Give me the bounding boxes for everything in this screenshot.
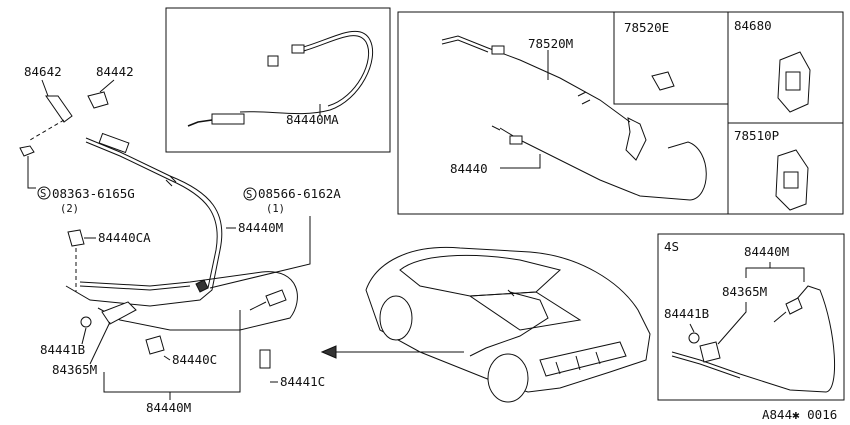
cable-84440MA	[239, 30, 374, 115]
cable-84440-fitting	[509, 135, 523, 145]
lever-84642	[45, 95, 73, 123]
label-08363: 08363-6165G	[52, 186, 135, 201]
inset-frame-84440MA	[165, 7, 391, 153]
cable-84440MA-inner	[299, 35, 370, 107]
bolt-08363	[19, 145, 35, 157]
cable-end-clip	[267, 55, 279, 67]
end-fitting	[265, 289, 287, 307]
label-84440CA: 84440CA	[98, 230, 151, 245]
car-taillights	[539, 341, 627, 377]
label-84440MA: 84440MA	[286, 112, 339, 127]
grommet-4S-84441B	[688, 332, 700, 344]
car-wheel-rear	[487, 353, 529, 403]
car-rear-glass	[468, 291, 582, 331]
label-4S-84441B: 84441B	[664, 306, 709, 321]
car-illustration	[320, 246, 651, 403]
label-84365M: 84365M	[52, 362, 97, 377]
cable-84440M-adjuster	[98, 132, 130, 154]
label-84440M-bottom: 84440M	[146, 400, 191, 415]
label-4S-84440M: 84440M	[744, 244, 789, 259]
label-08566-qty: (1)	[266, 203, 285, 215]
label-4S-84365M: 84365M	[722, 284, 767, 299]
svg-text:S: S	[246, 189, 252, 201]
label-84440C: 84440C	[172, 352, 217, 367]
clip-84440CA	[67, 229, 85, 247]
label-84441B: 84441B	[40, 342, 85, 357]
leader-08566	[209, 216, 311, 289]
label-84442: 84442	[96, 64, 134, 79]
cable-78520M	[441, 35, 631, 123]
car-body	[365, 246, 651, 393]
clip-78520E	[651, 71, 675, 91]
svg-text:S: S	[40, 188, 46, 200]
screw-symbol-08363	[37, 186, 51, 200]
inset-top-right: 78520M 84440 78520E 84680 78510P	[397, 11, 844, 215]
cable-78520M-fitting	[491, 45, 505, 55]
cable-adjuster-84440MA	[211, 113, 245, 125]
bracket-84365M	[101, 301, 137, 325]
label-08566: 08566-6162A	[258, 186, 341, 201]
bracket-84442	[87, 91, 109, 109]
car-roof	[399, 254, 562, 297]
inset-84440MA: 84440MA	[165, 7, 391, 153]
pointer-arrowhead	[320, 345, 337, 359]
label-84440: 84440	[450, 161, 488, 176]
inset-frame-4S	[657, 233, 845, 401]
main-assembly: 84642 84442 S 08363-6165G (2) S 08566-61…	[19, 64, 341, 415]
label-84440M-right: 84440M	[238, 220, 283, 235]
end-fitting-4S	[785, 297, 803, 315]
label-78510P: 78510P	[734, 128, 779, 143]
label-84642: 84642	[24, 64, 62, 79]
diagram-code: A844✱ 0016	[762, 407, 837, 422]
inset-frame-top-right	[397, 11, 844, 215]
car-wheel-front	[379, 295, 413, 341]
bracket-84680	[777, 51, 811, 113]
screw-symbol-08566	[243, 187, 257, 201]
cable-lever-84440MA	[187, 119, 213, 127]
label-84680: 84680	[734, 18, 772, 33]
label-78520E: 78520E	[624, 20, 669, 35]
clip-84440C	[145, 335, 165, 355]
cable-4S	[671, 285, 835, 393]
car-cable-route	[469, 291, 549, 357]
bracket-78510P	[775, 149, 809, 211]
bracket-4S-84365M	[699, 341, 721, 363]
clip-84441C	[259, 349, 271, 369]
label-84441C: 84441C	[280, 374, 325, 389]
bracket-84440M-bottom	[103, 310, 241, 393]
label-08363-qty: (2)	[60, 203, 79, 215]
grommet-84441B	[80, 316, 92, 328]
cable-end-fitting	[291, 44, 305, 54]
inset-4S-title: 4S	[664, 239, 679, 254]
cable-loop-lower	[79, 271, 298, 331]
cable-84440	[499, 127, 707, 201]
inset-4S: 4S 84440M 84365M 84441B	[657, 233, 845, 401]
label-78520M: 78520M	[528, 36, 573, 51]
leader-84440	[500, 154, 541, 169]
cable-84440M	[65, 137, 223, 307]
bolt-08566	[195, 279, 209, 293]
latch-78520M	[625, 117, 647, 161]
